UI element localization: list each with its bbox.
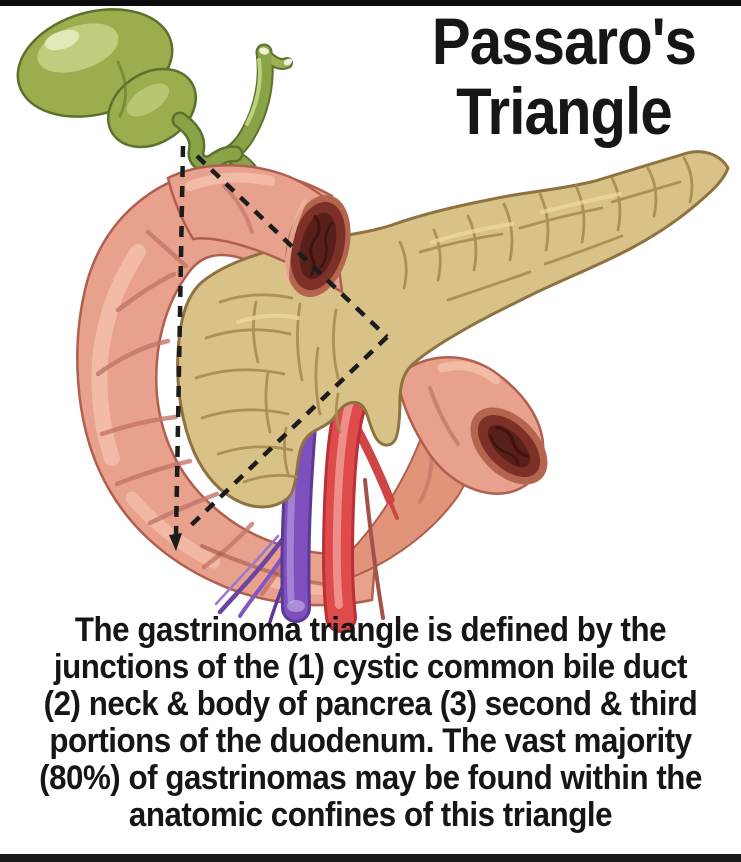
title-line-2: Triangle: [456, 74, 673, 148]
figure-title: Passaro's Triangle: [411, 6, 717, 146]
duodenum-proximal-stub: [166, 164, 351, 298]
caption-line: (2) neck & body of pancrea (3) second & …: [43, 685, 698, 723]
duodenum-cut-distal: [470, 407, 548, 485]
caption-text: The gastrinoma triangle is defined by th…: [30, 612, 712, 834]
sma-artery: [321, 376, 399, 633]
title-line-1: Passaro's: [431, 4, 697, 78]
triangle-arrowhead: [169, 533, 182, 551]
caption-line: junctions of the (1) cystic common bile …: [53, 648, 688, 686]
triangle-side-upper: [195, 154, 389, 339]
triangle-side-left: [173, 145, 186, 537]
caption-line: (80%) of gastrinomas may be found within…: [39, 759, 702, 797]
caption-line: anatomic confines of this triangle: [128, 796, 613, 834]
gallbladder: [16, 8, 244, 173]
bottom-border-bar: [0, 854, 741, 862]
triangle-side-lower: [184, 335, 389, 532]
top-border-bar: [0, 0, 741, 6]
caption-line: portions of the duodenum. The vast major…: [49, 722, 692, 760]
gastrinoma-triangle-dashed: [173, 145, 389, 537]
caption-line: The gastrinoma triangle is defined by th…: [74, 611, 667, 649]
duodenum-cut-proximal: [283, 194, 351, 298]
duodenum-distal-segment: [396, 356, 548, 495]
